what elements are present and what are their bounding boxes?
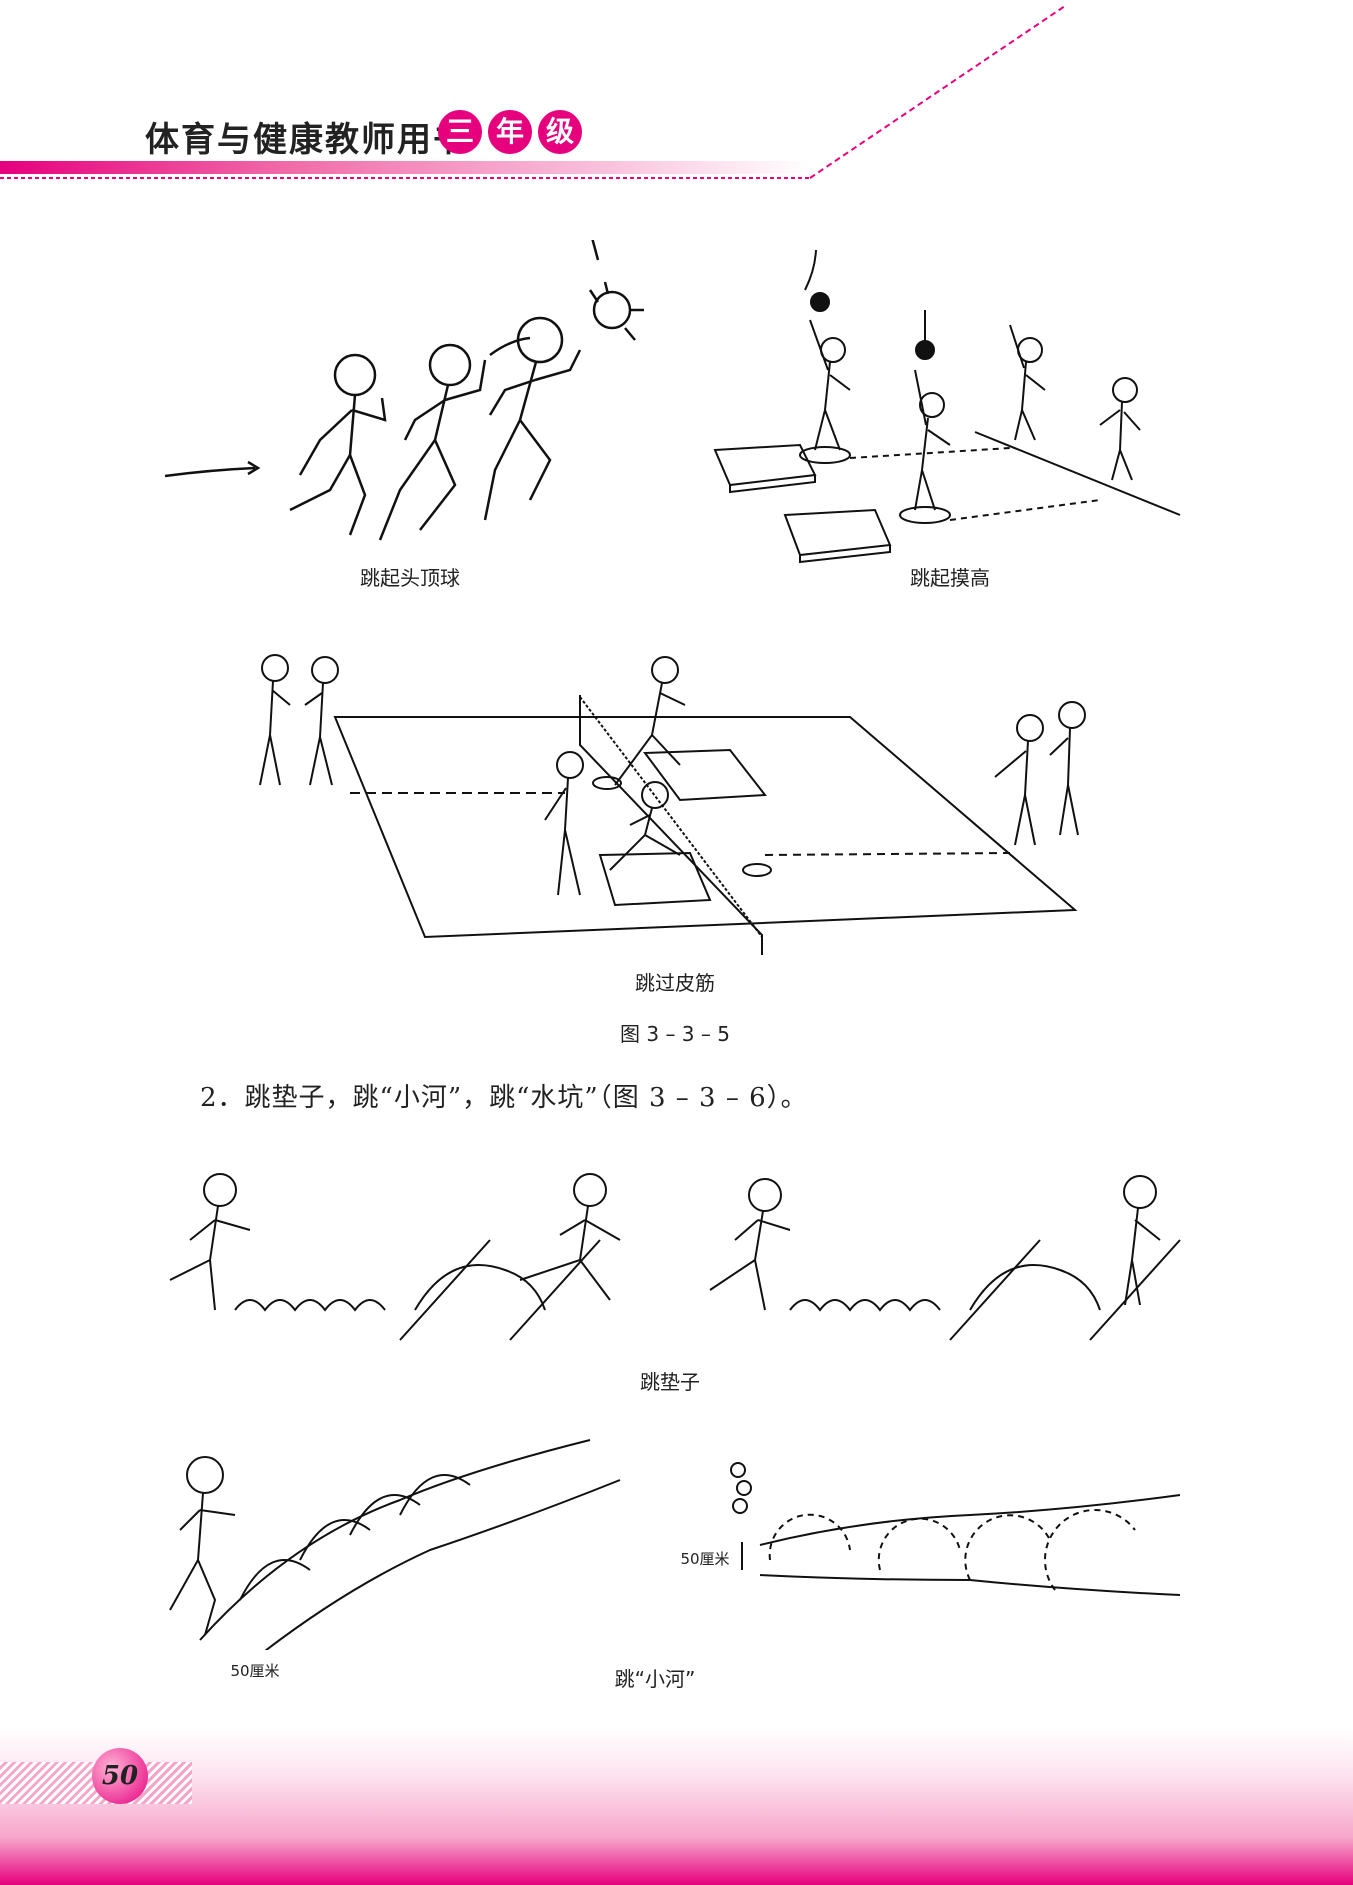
- caption-jump-touch-high: 跳起摸高: [910, 566, 990, 590]
- width-label-right: 50厘米: [680, 1550, 730, 1568]
- page-number: 50: [92, 1748, 148, 1804]
- jump-mat-illustration: [169, 1173, 1181, 1341]
- jump-header-illustration: [164, 240, 644, 541]
- caption-rubber-band: 跳过皮筋: [635, 971, 715, 995]
- header-bar: [0, 161, 810, 174]
- width-label-left: 50厘米: [230, 1662, 280, 1680]
- caption-jump-header: 跳起头顶球: [360, 566, 460, 590]
- jump-touch-high-illustration: [713, 250, 1181, 564]
- grade-char: 级: [538, 110, 582, 154]
- grade-char: 三: [438, 110, 482, 154]
- item-2-text: 2．跳垫子，跳“小河”，跳“水坑”（图 3 – 3 – 6）。: [200, 1083, 808, 1113]
- footer-band: [0, 1728, 1353, 1885]
- jump-rubber-band-illustration: [259, 654, 1086, 955]
- caption-jump-river: 跳“小河”: [614, 1667, 696, 1691]
- header-decoration: [0, 5, 1066, 179]
- book-title: 体育与健康教师用书: [145, 120, 469, 160]
- figure-number: 图 3 – 3 – 5: [620, 1022, 730, 1046]
- caption-jump-mat: 跳垫子: [640, 1370, 700, 1394]
- jump-river-illustration: [169, 1439, 1181, 1650]
- grade-badge: 三 年 级: [438, 110, 582, 154]
- grade-char: 年: [488, 110, 532, 154]
